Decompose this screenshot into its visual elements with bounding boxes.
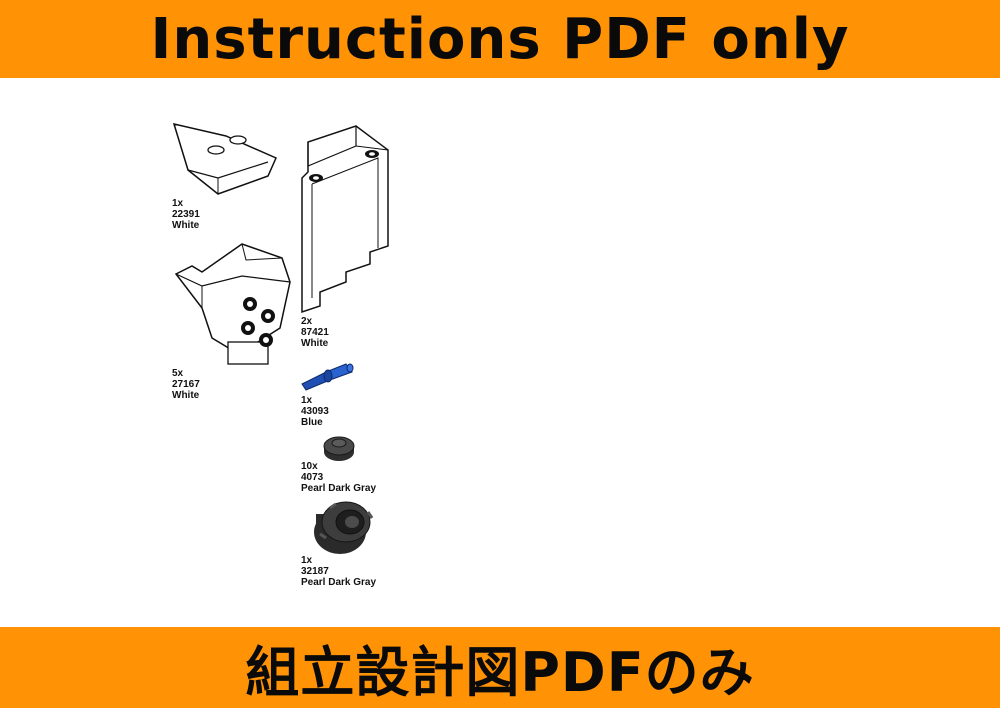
part-qty: 1x [301, 555, 313, 566]
footer-title: 組立設計図PDFのみ [245, 641, 755, 704]
slope-brick-icon [172, 238, 294, 368]
part-color: Pearl Dark Gray [301, 577, 377, 588]
part-id: 4073 [301, 472, 324, 483]
technic-axle-pin-icon [300, 362, 356, 392]
part-label-4073: 10x 4073 Pearl Dark Gray [301, 461, 376, 494]
part-color: White [172, 390, 200, 401]
part-color: Blue [301, 417, 323, 428]
part-label-32187: 1x 32187 Pearl Dark Gray [301, 555, 376, 588]
part-label-43093: 1x 43093 Blue [301, 395, 329, 428]
part-label-22391: 1x 22391 White [172, 198, 200, 231]
part-label-27167: 5x 27167 White [172, 368, 200, 401]
part-id: 32187 [301, 566, 329, 577]
parts-list: 1x 22391 White 5x 27167 White [0, 78, 1000, 627]
part-qty: 2x [301, 316, 313, 327]
header-title: Instructions PDF only [150, 6, 850, 72]
panel-wall-icon [298, 122, 394, 318]
part-label-87421: 2x 87421 White [301, 316, 329, 349]
part-qty: 5x [172, 368, 184, 379]
part-qty: 1x [172, 198, 184, 209]
footer-banner: 組立設計図PDFのみ [0, 627, 1000, 708]
part-color: Pearl Dark Gray [301, 483, 377, 494]
part-id: 43093 [301, 406, 329, 417]
part-qty: 10x [301, 461, 318, 472]
part-color: White [301, 338, 329, 349]
part-qty: 1x [301, 395, 313, 406]
round-plate-icon [322, 433, 356, 463]
part-color: White [172, 220, 200, 231]
wedge-plate-icon [168, 118, 280, 198]
header-banner: Instructions PDF only [0, 0, 1000, 78]
part-id: 87421 [301, 327, 329, 338]
part-id: 27167 [172, 379, 200, 390]
part-id: 22391 [172, 209, 200, 220]
gearbox-icon [310, 498, 376, 558]
